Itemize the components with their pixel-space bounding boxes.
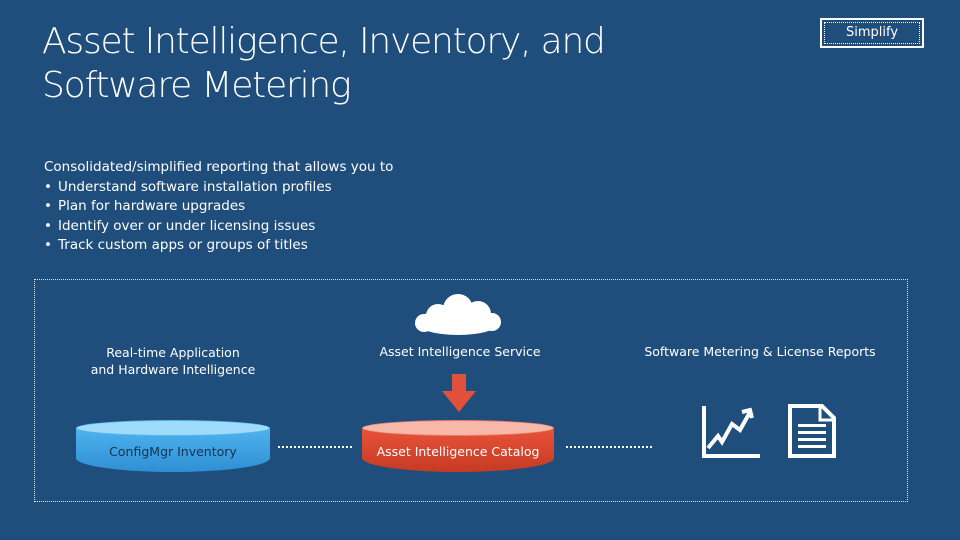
reports-label: Software Metering & License Reports (644, 344, 876, 359)
configmgr-inventory-db: ConfigMgr Inventory (76, 420, 270, 472)
connector-line-left (278, 446, 352, 448)
catalog-db-label: Asset Intelligence Catalog (376, 444, 540, 459)
realtime-label-line-2: and Hardware Intelligence (90, 362, 256, 377)
service-label: Asset Intelligence Service (379, 344, 541, 359)
intro-text: Consolidated/simplified reporting that a… (44, 158, 393, 256)
line-chart-icon (702, 406, 760, 458)
bullet-item: Track custom apps or groups of titles (44, 236, 393, 256)
bullet-item: Identify over or under licensing issues (44, 217, 393, 237)
title-line-1: Asset Intelligence, Inventory, and (42, 21, 606, 62)
bullet-item: Plan for hardware upgrades (44, 197, 393, 217)
report-document-icon (788, 404, 836, 458)
diagram-frame (34, 279, 908, 502)
simplify-badge: Simplify (820, 18, 924, 48)
intro-bullet-list: Understand software installation profile… (44, 178, 393, 256)
asset-intelligence-catalog-db: Asset Intelligence Catalog (362, 420, 554, 472)
realtime-label-line-1: Real-time Application (106, 345, 240, 360)
title-line-2: Software Metering (42, 65, 352, 106)
intro-lead: Consolidated/simplified reporting that a… (44, 159, 394, 175)
realtime-label: Real-time Application and Hardware Intel… (78, 344, 268, 378)
connector-line-right (566, 446, 652, 448)
inventory-db-label: ConfigMgr Inventory (109, 444, 237, 459)
bullet-item: Understand software installation profile… (44, 178, 393, 198)
arrow-down-icon (442, 374, 476, 412)
slide-title: Asset Intelligence, Inventory, and Softw… (42, 20, 606, 108)
cloud-icon (415, 294, 501, 335)
